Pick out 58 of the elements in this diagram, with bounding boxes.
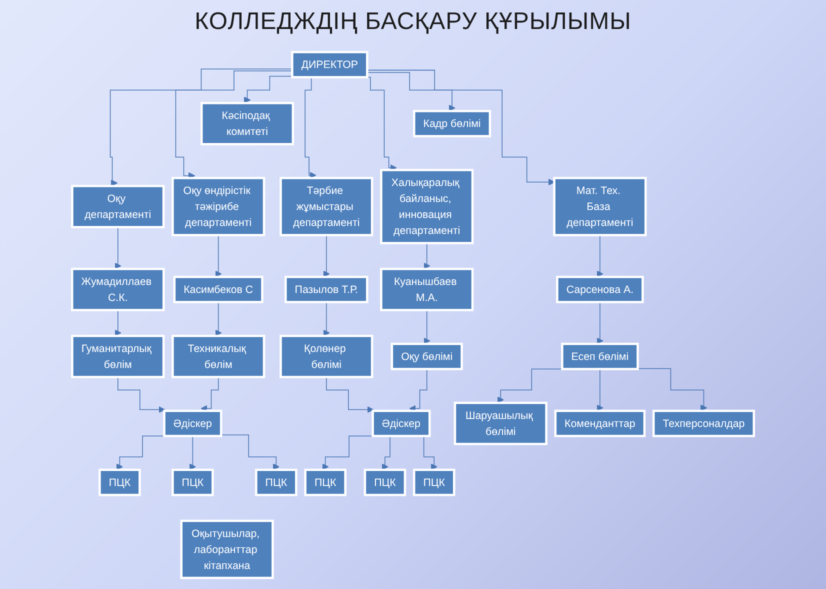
node-box: Сарсенова А. xyxy=(556,276,644,304)
node-box: ПЦК xyxy=(412,468,456,496)
arrow xyxy=(175,70,293,180)
node-box: Жумадиллаев С.К. xyxy=(70,268,165,312)
node-box: Есеп бөлімі xyxy=(561,342,639,370)
arrow xyxy=(323,302,330,336)
arrow xyxy=(200,376,219,412)
node-box: Тәрбие жұмыстары департаменті xyxy=(280,176,374,236)
arrow xyxy=(215,234,222,278)
arrow xyxy=(244,76,293,104)
arrow xyxy=(114,226,122,270)
arrow xyxy=(110,68,293,186)
node-box: Гуманитарлық бөлім xyxy=(71,334,165,378)
node-box: Оқу бөлімі xyxy=(390,342,463,370)
node-box: Оқу департаменті xyxy=(71,184,165,228)
node-box: Касимбеков С xyxy=(173,276,264,304)
arrow xyxy=(118,376,166,413)
arrow xyxy=(220,434,280,470)
arrow xyxy=(215,302,222,336)
arrow xyxy=(304,76,318,179)
node-box: Техникалық бөлім xyxy=(172,334,266,378)
arrow xyxy=(366,72,456,112)
node-box: Кәсіподақ комитеті xyxy=(200,102,294,146)
arrow xyxy=(322,436,374,470)
node-box: Оқытушылар, лаборанттар кітапхана xyxy=(180,520,274,580)
node-box: Техперсоналдар xyxy=(652,410,756,438)
node-box: Коменданттар xyxy=(554,410,646,438)
node-box: Кадр бөлімі xyxy=(413,110,492,138)
arrow xyxy=(116,436,166,470)
arrow xyxy=(596,368,604,412)
node-box: Әдіскер xyxy=(372,410,431,438)
node-box: Пазылов Т.Р. xyxy=(284,276,368,304)
node-box: Шаруашылық бөлімі xyxy=(454,402,548,446)
arrow xyxy=(114,310,122,336)
arrow xyxy=(323,234,330,278)
arrow xyxy=(424,310,430,344)
arrow xyxy=(497,368,564,404)
node-box: ПЦК xyxy=(255,468,298,496)
node-box: ПЦК xyxy=(172,468,214,496)
arrow xyxy=(326,376,374,413)
node-box: Куанышбаев М.А. xyxy=(380,268,474,312)
node-box: ДИРЕКТОР xyxy=(291,50,368,78)
node-box: Оқу өндірістік тәжірибе департаменті xyxy=(172,176,266,236)
arrow xyxy=(596,302,604,344)
node-box: Халықаралық байланыс, инновация департаменті xyxy=(380,168,474,244)
arrow xyxy=(637,368,708,412)
node-box: ПЦК xyxy=(304,468,346,496)
arrow xyxy=(366,70,555,186)
node-box: Мат. Тех. База департаменті xyxy=(553,176,647,236)
diagram-title: КОЛЛЕДЖДІҢ БАСҚАРУ ҚҰРЫЛЫМЫ xyxy=(194,8,632,36)
arrow xyxy=(409,368,428,412)
node-box: Әдіскер xyxy=(163,410,222,438)
node-box: Қолөнер бөлімі xyxy=(280,334,374,378)
arrow xyxy=(596,234,604,278)
node-box: ПЦК xyxy=(98,468,141,496)
arrow xyxy=(189,436,196,470)
node-box: ПЦК xyxy=(364,468,406,496)
arrow xyxy=(424,242,430,270)
